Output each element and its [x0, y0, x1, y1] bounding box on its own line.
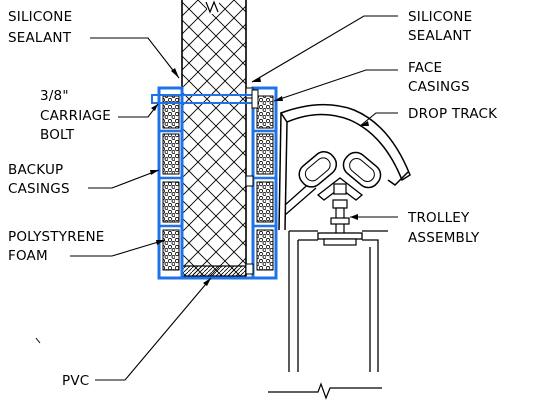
carriage-bolt [151, 89, 259, 109]
label-backup-casings-2: CASINGS [8, 181, 70, 197]
label-silicone-sealant-right-2: SEALANT [408, 28, 472, 44]
label-polystyrene-foam-2: FOAM [8, 248, 48, 264]
label-carriage-bolt-1: CARRIAGE [40, 108, 111, 124]
label-drop-track: DROP TRACK [408, 106, 498, 122]
label-face-casings-2: CASINGS [408, 79, 470, 95]
leader-lines [70, 15, 398, 381]
label-trolley-assembly-1: TROLLEY [407, 210, 470, 226]
trolley-assembly [298, 151, 382, 246]
stray-tick [35, 337, 41, 344]
label-silicone-sealant-left-1: SILICONE [8, 9, 72, 25]
backup-casings [157, 86, 184, 280]
face-casings [245, 86, 278, 280]
label-carriage-bolt-2: BOLT [40, 127, 75, 143]
label-pvc: PVC [62, 373, 89, 389]
label-silicone-sealant-left-2: SEALANT [8, 30, 72, 46]
label-carriage-bolt-size: 3/8" [40, 88, 69, 104]
label-backup-casings-1: BACKUP [8, 162, 63, 178]
drop-track [278, 103, 411, 231]
label-polystyrene-foam-1: POLYSTYRENE [8, 229, 105, 245]
jamb-support [268, 230, 388, 400]
label-trolley-assembly-2: ASSEMBLY [408, 230, 480, 246]
label-face-casings-1: FACE [408, 60, 442, 76]
door-panel [181, 0, 247, 276]
pvc-strip [181, 265, 247, 277]
label-silicone-sealant-right-1: SILICONE [408, 9, 472, 25]
